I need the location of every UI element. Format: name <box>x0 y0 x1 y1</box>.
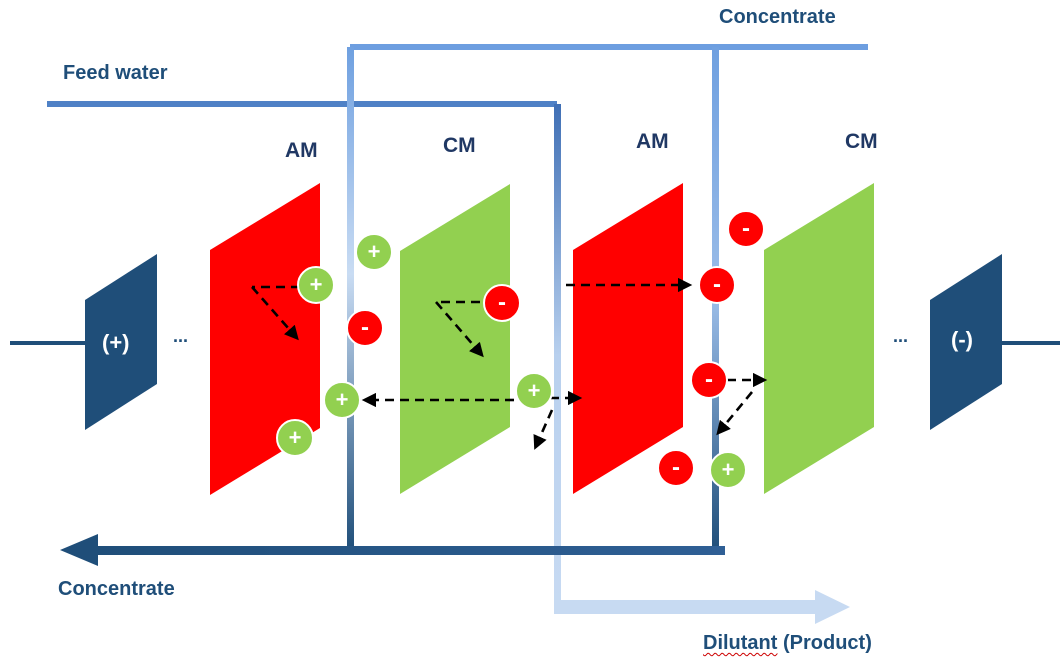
concentrate-top-label: Concentrate <box>719 6 836 28</box>
membrane-cm-1 <box>400 184 510 494</box>
membrane-label-am-2: AM <box>636 130 669 153</box>
ion-path-6b <box>716 391 754 436</box>
concentrate-bottom-pipe <box>95 546 725 555</box>
negative-ion-circle <box>483 284 521 322</box>
ion-path-2b <box>435 301 484 358</box>
product-word: (Product) <box>777 632 872 654</box>
ion-path-arrows <box>251 277 768 450</box>
dilutant-product-label: Dilutant (Product) <box>703 632 872 655</box>
negative-ion-icon: - <box>690 361 728 399</box>
concentrate-bottom-label: Concentrate <box>58 578 175 600</box>
anode-electrode <box>85 254 157 430</box>
dilutant-arrowhead <box>815 590 850 624</box>
membrane-label-am-1: AM <box>285 139 318 162</box>
negative-ion-icon: - <box>346 309 384 347</box>
membrane-label-cm-2: CM <box>845 130 878 153</box>
positive-ion-symbol: + <box>368 239 381 264</box>
membrane-am-2 <box>573 183 683 494</box>
negative-ion-icon: - <box>727 210 765 248</box>
positive-ion-circle <box>709 451 747 489</box>
anode-label: (+) <box>102 330 130 355</box>
concentrate-arrowhead <box>60 534 98 566</box>
dilutant-word: Dilutant <box>703 632 778 654</box>
cathode-electrode <box>930 254 1002 430</box>
positive-ion-circle <box>355 233 393 271</box>
positive-ion-circle <box>323 381 361 419</box>
negative-ion-icon: - <box>657 449 695 487</box>
negative-ion-symbol: - <box>361 314 369 341</box>
positive-ion-icon: + <box>355 233 393 271</box>
membrane-am-1 <box>210 183 320 495</box>
positive-ion-icon: + <box>276 419 314 457</box>
ions-layer: + + + + + + - - - - - - <box>276 210 765 489</box>
membrane-cm-2 <box>764 183 874 494</box>
membrane-label-cm-1: CM <box>443 134 476 157</box>
negative-ion-symbol: - <box>672 454 680 481</box>
feed-water-label: Feed water <box>63 62 168 84</box>
ion-path-5b <box>533 409 554 450</box>
negative-ion-symbol: - <box>713 271 721 298</box>
negative-ion-symbol: - <box>498 289 506 316</box>
dilutant-riser <box>554 104 561 607</box>
negative-ion-symbol: - <box>705 366 713 393</box>
positive-ion-circle <box>297 266 335 304</box>
negative-ion-circle <box>727 210 765 248</box>
positive-ion-symbol: + <box>528 378 541 403</box>
negative-ion-circle <box>346 309 384 347</box>
negative-ion-circle <box>690 361 728 399</box>
ellipsis-right: ... <box>893 326 909 346</box>
concentrate-riser-left <box>347 47 354 552</box>
positive-ion-symbol: + <box>289 425 302 450</box>
positive-ion-circle <box>515 372 553 410</box>
dilutant-outlet-pipe <box>554 600 816 614</box>
negative-ion-icon: - <box>483 284 521 322</box>
negative-ion-icon: - <box>698 266 736 304</box>
positive-ion-circle <box>276 419 314 457</box>
ellipsis-left: ... <box>173 326 189 346</box>
positive-ion-symbol: + <box>310 272 323 297</box>
negative-ion-circle <box>698 266 736 304</box>
positive-ion-symbol: + <box>722 457 735 482</box>
positive-ion-icon: + <box>515 372 553 410</box>
cathode-label: (-) <box>951 327 973 352</box>
ion-path-1b <box>251 286 299 341</box>
positive-ion-icon: + <box>709 451 747 489</box>
negative-ion-symbol: - <box>742 215 750 242</box>
positive-ion-symbol: + <box>336 387 349 412</box>
positive-ion-icon: + <box>323 381 361 419</box>
positive-ion-icon: + <box>297 266 335 304</box>
negative-ion-circle <box>657 449 695 487</box>
